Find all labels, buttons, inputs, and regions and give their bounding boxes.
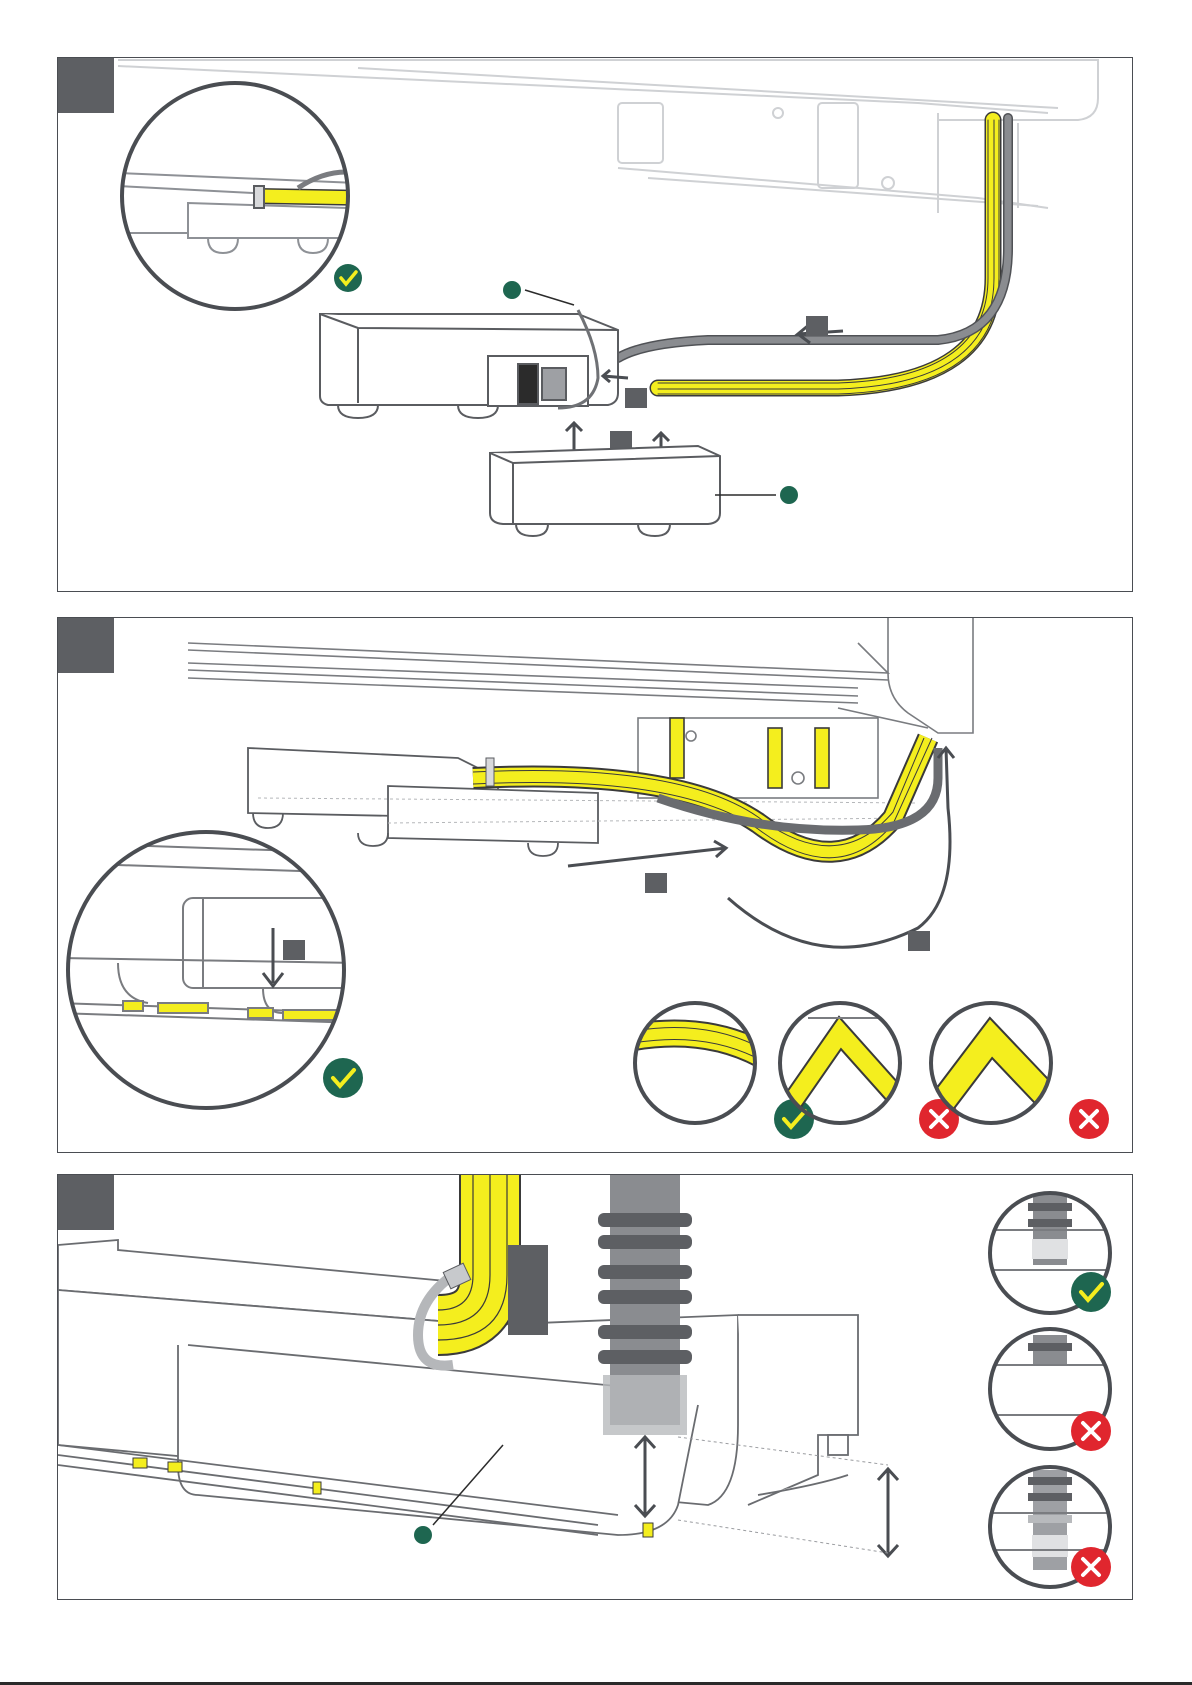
check-icon bbox=[774, 1099, 814, 1139]
condensate-pump bbox=[320, 314, 618, 418]
cable-tie bbox=[486, 758, 494, 786]
callout-dot bbox=[780, 486, 798, 504]
step-marker bbox=[908, 931, 930, 951]
refrigerant-cable-bundle bbox=[438, 1175, 507, 1340]
distance-arrow bbox=[878, 1469, 898, 1556]
pipe-depth-correct bbox=[988, 1193, 1118, 1313]
callout-dot bbox=[414, 1526, 432, 1544]
step-panel-3 bbox=[57, 1174, 1133, 1600]
step-marker bbox=[645, 873, 667, 893]
drain-pipe bbox=[598, 1175, 692, 1435]
bend-example-correct bbox=[628, 1003, 814, 1139]
refrigerant-cable-bundle bbox=[658, 120, 999, 394]
pipe-depth-wrong bbox=[988, 1329, 1118, 1451]
step-marker bbox=[806, 316, 828, 336]
cable-routing-illustration bbox=[58, 58, 1133, 592]
cable-routing-illustration bbox=[58, 618, 1133, 1153]
check-icon bbox=[323, 1058, 363, 1098]
condensate-pump bbox=[248, 748, 598, 856]
step-panel-1 bbox=[57, 57, 1133, 592]
drip-tray bbox=[490, 446, 720, 536]
direction-arrow bbox=[568, 841, 726, 866]
step-marker bbox=[625, 388, 647, 408]
detail-inset-correct bbox=[58, 832, 363, 1108]
callout-dot bbox=[503, 281, 521, 299]
step-marker bbox=[283, 940, 305, 960]
step-panel-2 bbox=[57, 617, 1133, 1153]
drain-pipe-illustration bbox=[58, 1175, 1133, 1600]
check-icon bbox=[334, 264, 362, 292]
check-icon bbox=[1071, 1272, 1111, 1312]
detail-inset-correct bbox=[118, 83, 368, 309]
pipe-depth-wrong bbox=[988, 1467, 1118, 1587]
